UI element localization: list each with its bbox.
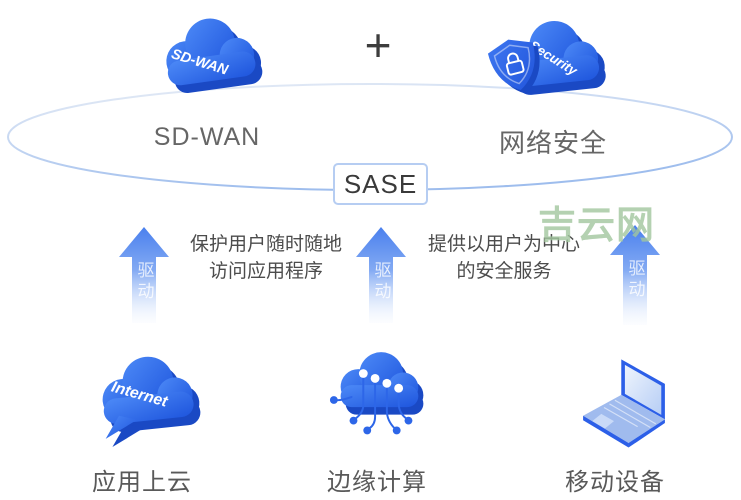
edge-computing-caption: 边缘计算 [327,469,427,496]
touchpad [592,413,614,429]
description-left: 保护用户随时随地 访问应用程序 [168,231,364,285]
circuit-node-dots [358,369,404,393]
up-arrow-icon [610,225,660,325]
drive-arrow-label: 驱动 [134,261,154,303]
up-arrow-icon [356,227,406,323]
internet-caption: 应用上云 [92,469,192,496]
laptop-icon [583,359,665,448]
security-cloud-icon: Security [487,16,607,97]
description-line: 的安全服务 [456,261,552,282]
drive-arrow-middle: 驱动 [356,227,406,323]
laptop-caption: 移动设备 [565,469,665,496]
plus-sign: + [364,19,392,71]
drive-arrow-label: 驱动 [625,259,645,301]
circuit-lines [334,374,408,430]
up-arrow-icon [119,227,169,323]
description-line: 访问应用程序 [208,261,323,282]
internet-cloud-icon: Internet [98,352,202,448]
drive-arrow-right: 驱动 [610,225,660,325]
sdwan-cloud-icon: SD-WAN [161,12,264,95]
description-line: 提供以用户为中心 [427,234,580,255]
keyboard-lines [603,399,657,429]
drive-arrow-left: 驱动 [119,227,169,323]
security-caption: 网络安全 [498,128,607,158]
shield-lock-icon [487,39,540,94]
watermark: 吉云网 [538,205,656,247]
sase-label: SASE [343,168,418,199]
sdwan-caption: SD-WAN [153,123,261,151]
description-line: 保护用户随时随地 [189,234,342,255]
description-right: 提供以用户为中心 的安全服务 [406,231,602,285]
sase-box: SASE [333,163,428,205]
edge-computing-cloud-icon [329,352,424,435]
drive-arrow-label: 驱动 [371,261,391,303]
circuit-end-dots [329,396,413,435]
